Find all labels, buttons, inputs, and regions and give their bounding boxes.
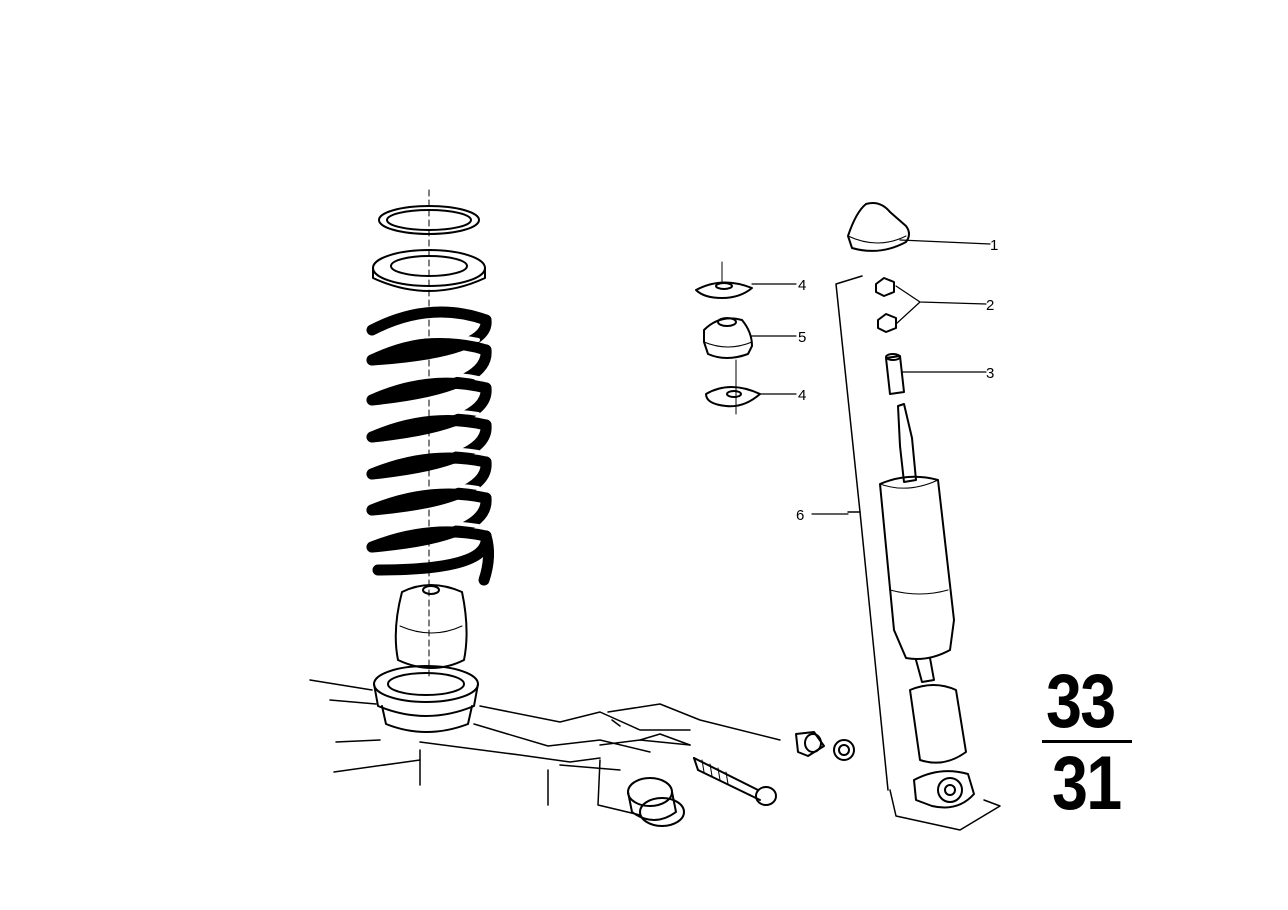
callout-1: 1	[990, 237, 998, 254]
callout-5: 5	[798, 329, 806, 346]
bolt-icon	[693, 757, 777, 806]
trailing-arm-icon	[309, 679, 781, 816]
shock-absorber-icon	[879, 403, 975, 809]
bushing-icon	[627, 777, 685, 827]
group-number-sub: 31	[1052, 741, 1122, 826]
nut-upper-icon	[875, 277, 895, 297]
shock-bracket-icon	[889, 789, 1001, 831]
washer-bottom-icon	[705, 359, 761, 415]
group-number-main: 33	[1046, 659, 1116, 744]
group-number-divider	[1042, 740, 1132, 743]
sleeve-icon	[885, 353, 905, 395]
callout-6: 6	[796, 507, 804, 524]
callout-2: 2	[986, 297, 994, 314]
cap-icon	[847, 202, 910, 252]
bump-stop-icon	[394, 584, 468, 669]
washer-top-icon	[695, 261, 753, 299]
spring-seat-lower-icon	[373, 665, 479, 733]
rubber-mount-icon	[703, 317, 753, 359]
washer-icon	[833, 739, 855, 761]
callout-3: 3	[986, 365, 994, 382]
callout-4-bottom: 4	[798, 387, 806, 404]
leader-lines	[751, 239, 991, 515]
rubber-bushing-icon	[795, 731, 825, 757]
coil-spring-icon	[366, 306, 495, 586]
nut-lower-icon	[877, 313, 897, 333]
callout-4-top: 4	[798, 277, 806, 294]
callout-bracket-6	[835, 275, 889, 791]
